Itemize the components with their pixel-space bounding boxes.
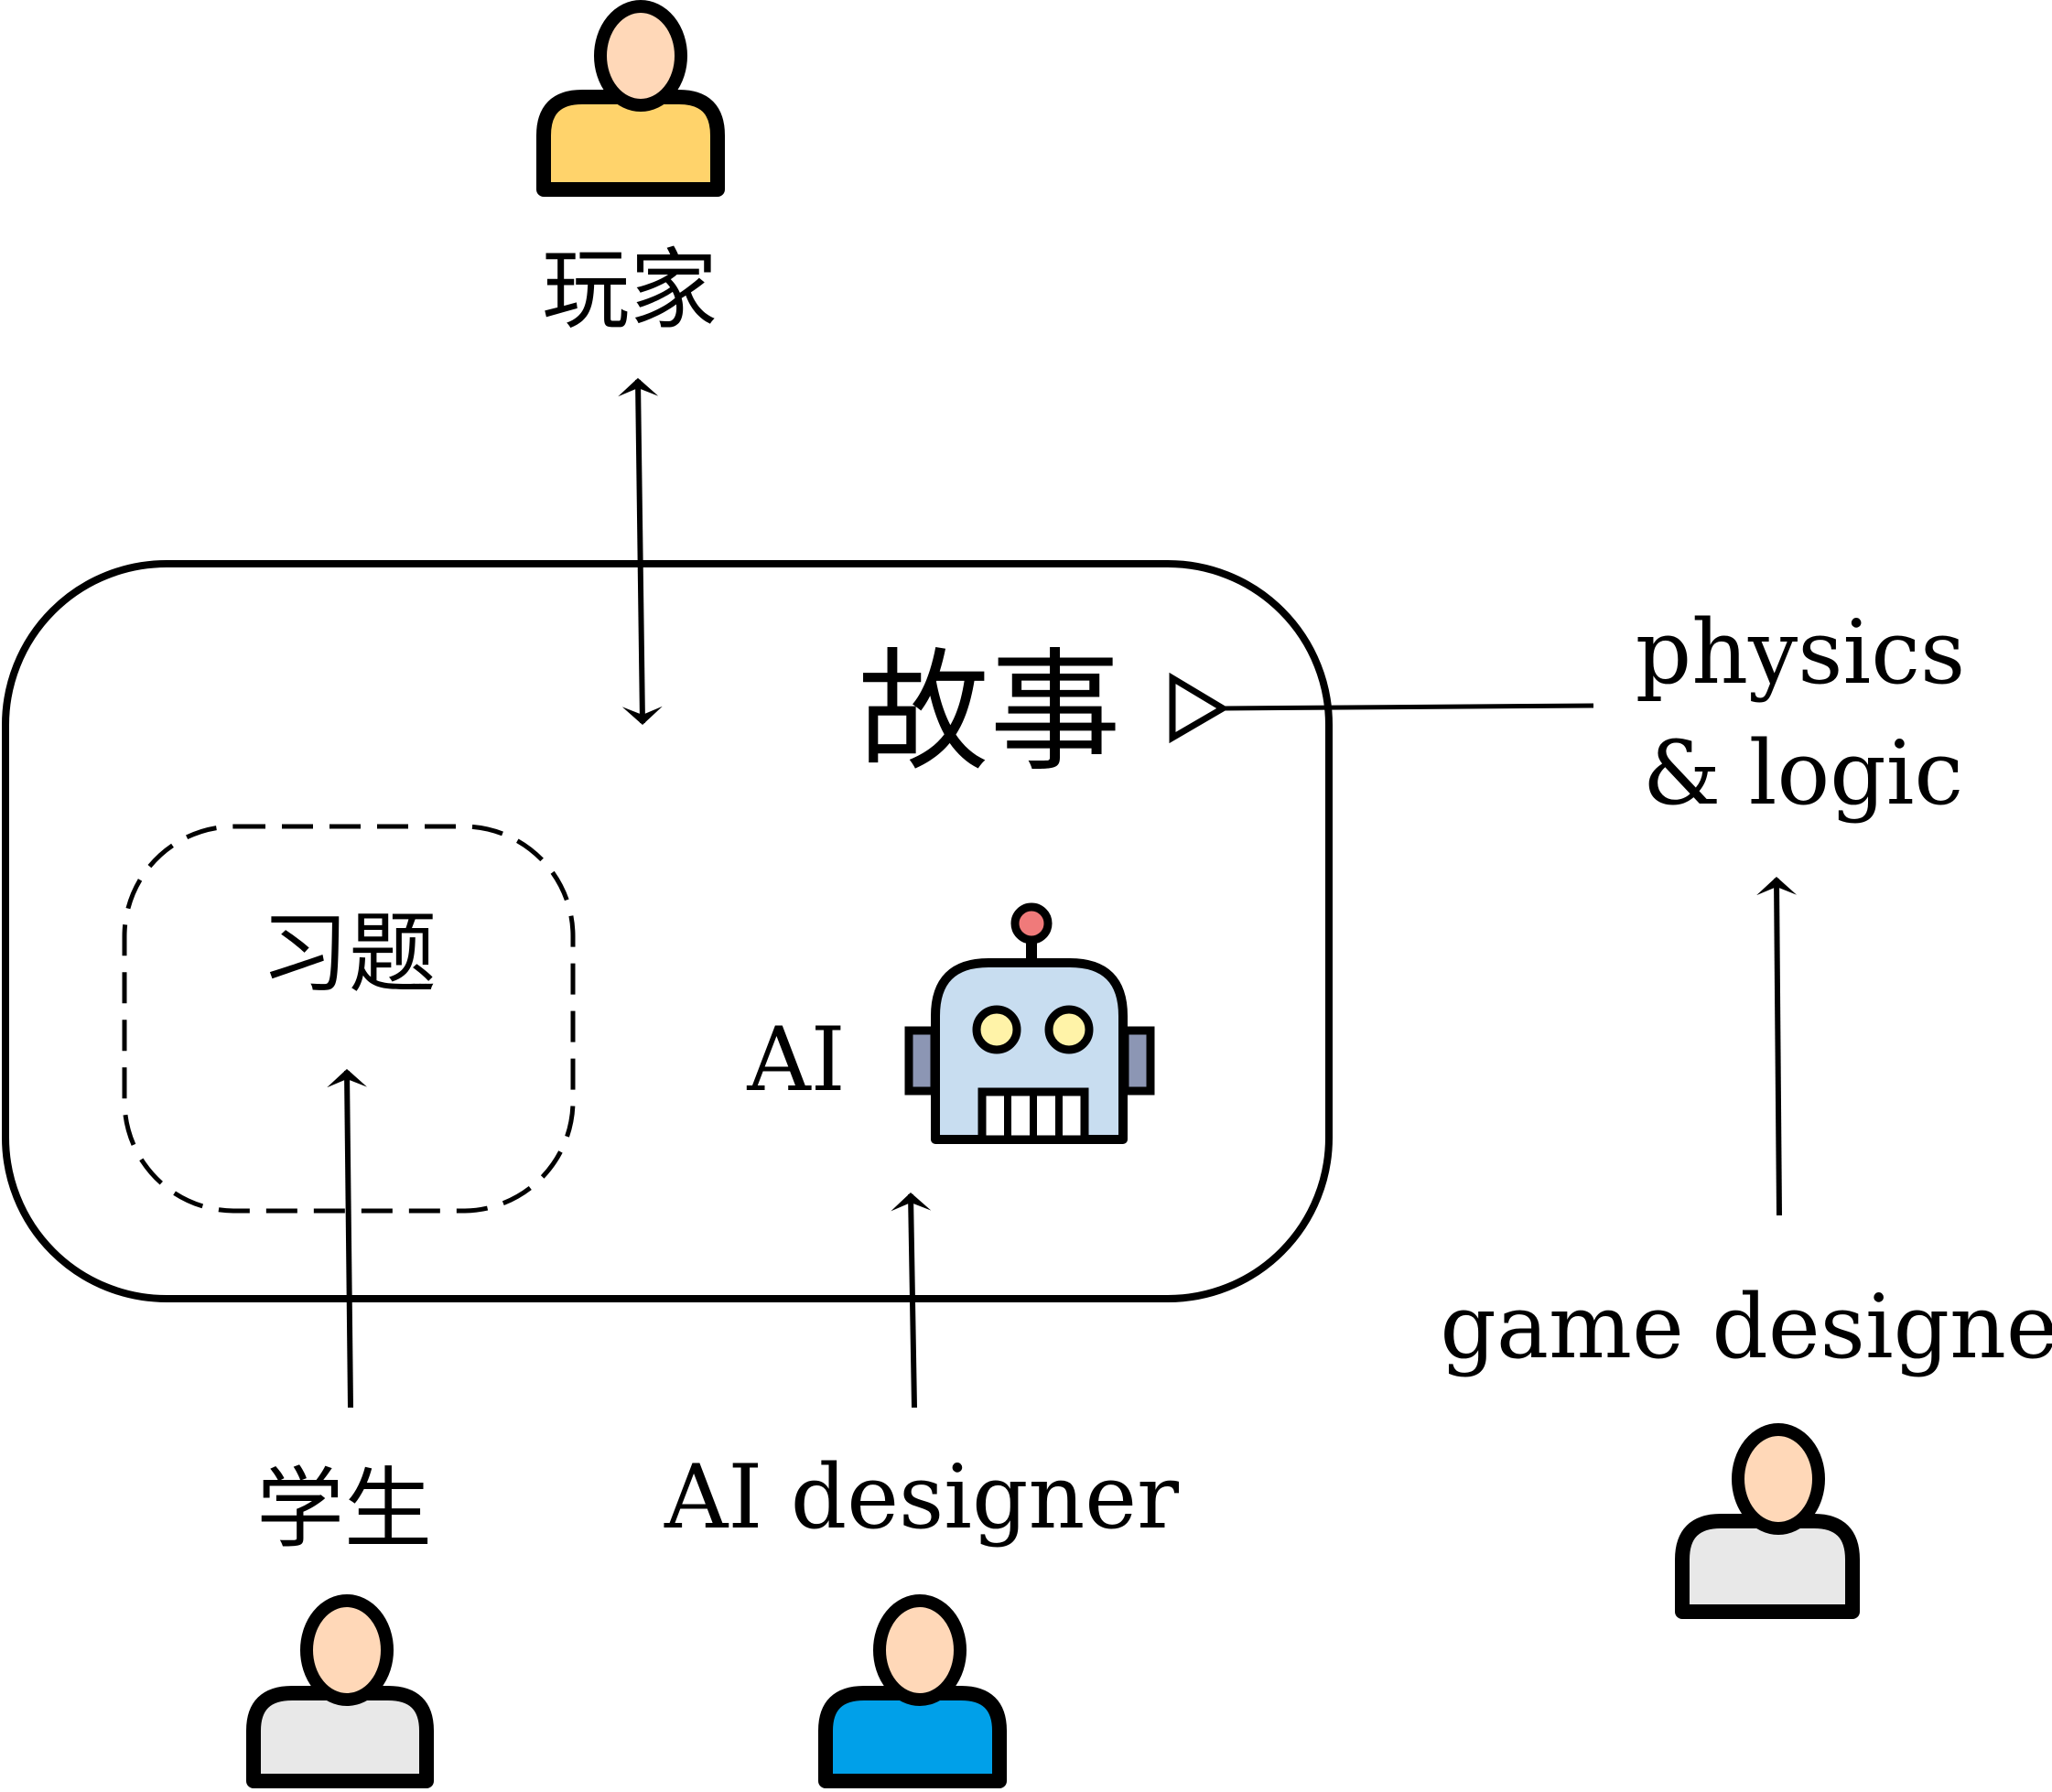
physics-label-line2: & logic [1643,722,1963,825]
ai-designer-arrow [891,1193,932,1409]
player-story-arrow [618,378,663,725]
player-icon [536,0,725,197]
ai-designer-head [873,1594,967,1706]
ai-label: AI [746,1009,845,1111]
story-port-icon [1169,672,1229,744]
ai-designer-body [818,1686,1007,1788]
ai-designer-label: AI designer [664,1446,1179,1549]
story-container [2,560,1333,1302]
game-designer-head [1732,1423,1825,1535]
story-label: 故事 [858,635,1121,789]
robot-antenna-tip [1010,902,1053,945]
student-icon [246,1594,434,1788]
player-body [536,90,725,197]
game-designer-body [1675,1514,1860,1619]
exercise-label: 习题 [261,902,437,1005]
game-designer-icon [1675,1423,1860,1619]
game-designer-arrow [1756,877,1798,1216]
student-body [246,1686,434,1788]
robot-eye-left [972,1005,1021,1054]
physics-connector-line [1222,703,1594,711]
ai-designer-icon [818,1594,1007,1788]
student-head [300,1594,394,1706]
exercise-container [122,824,576,1214]
robot-ear-left [904,1026,939,1096]
robot-eye-right [1044,1005,1094,1054]
robot-ear-right [1120,1026,1155,1096]
student-label: 学生 [256,1458,432,1560]
game-designer-label: game designer [1440,1276,2052,1378]
robot-icon [904,902,1155,1144]
student-arrow [327,1069,368,1409]
player-label: 玩家 [542,239,718,341]
physics-label-line1: physics [1636,601,1966,704]
player-head [594,0,687,112]
